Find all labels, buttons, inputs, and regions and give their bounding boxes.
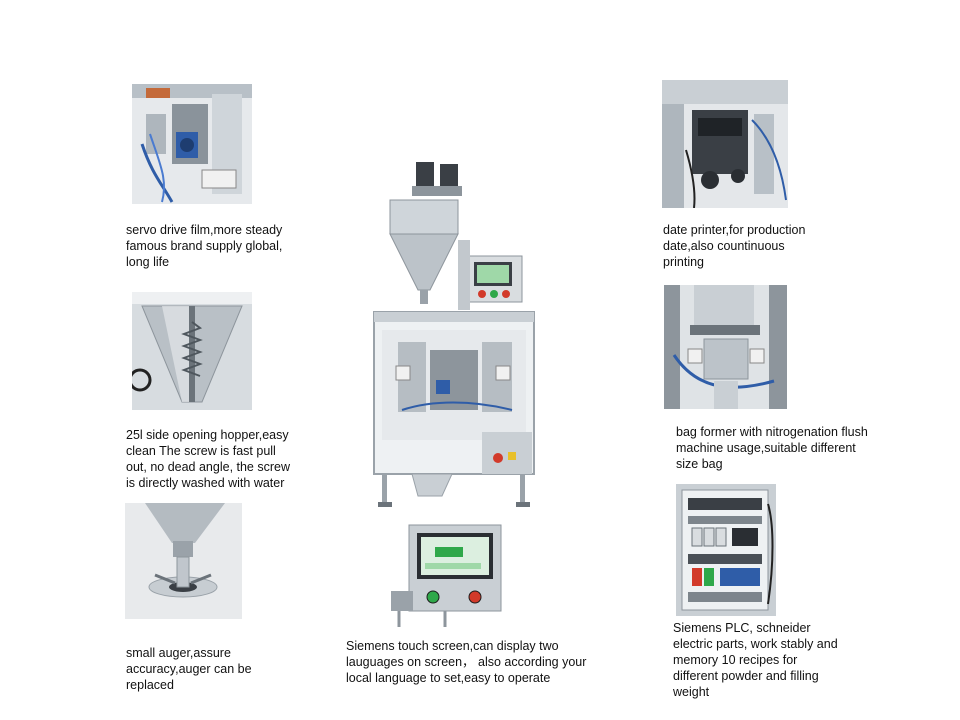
touch-screen-caption: Siemens touch screen,can display two lau… bbox=[346, 639, 587, 685]
plc-cabinet-photo bbox=[676, 484, 776, 616]
auger-illustration bbox=[125, 503, 242, 619]
touch-screen-illustration bbox=[391, 524, 502, 627]
packaging-machine-photo bbox=[372, 160, 544, 512]
plc-caption: Siemens PLC, schneider electric parts, w… bbox=[673, 621, 838, 699]
servo-drive-photo bbox=[132, 84, 252, 204]
packaging-machine-illustration bbox=[373, 162, 535, 507]
date-printer-photo bbox=[662, 80, 788, 208]
hopper-illustration bbox=[132, 292, 252, 410]
bag-former-illustration bbox=[664, 285, 787, 409]
date-printer-caption: date printer,for production date,also co… bbox=[663, 223, 806, 269]
hopper-photo bbox=[132, 292, 252, 410]
servo-drive-illustration bbox=[132, 84, 252, 204]
bag-former-photo bbox=[664, 285, 787, 409]
auger-caption: small auger,assure accuracy,auger can be… bbox=[126, 646, 252, 692]
date-printer-illustration bbox=[662, 80, 788, 208]
hopper-caption: 25l side opening hopper,easy clean The s… bbox=[126, 428, 291, 490]
plc-cabinet-illustration bbox=[676, 484, 776, 616]
touch-screen-photo bbox=[391, 521, 505, 630]
auger-photo bbox=[125, 503, 242, 619]
bag-former-caption: bag former with nitrogenation flush mach… bbox=[676, 425, 868, 471]
servo-drive-caption: servo drive film,more steady famous bran… bbox=[126, 223, 283, 269]
